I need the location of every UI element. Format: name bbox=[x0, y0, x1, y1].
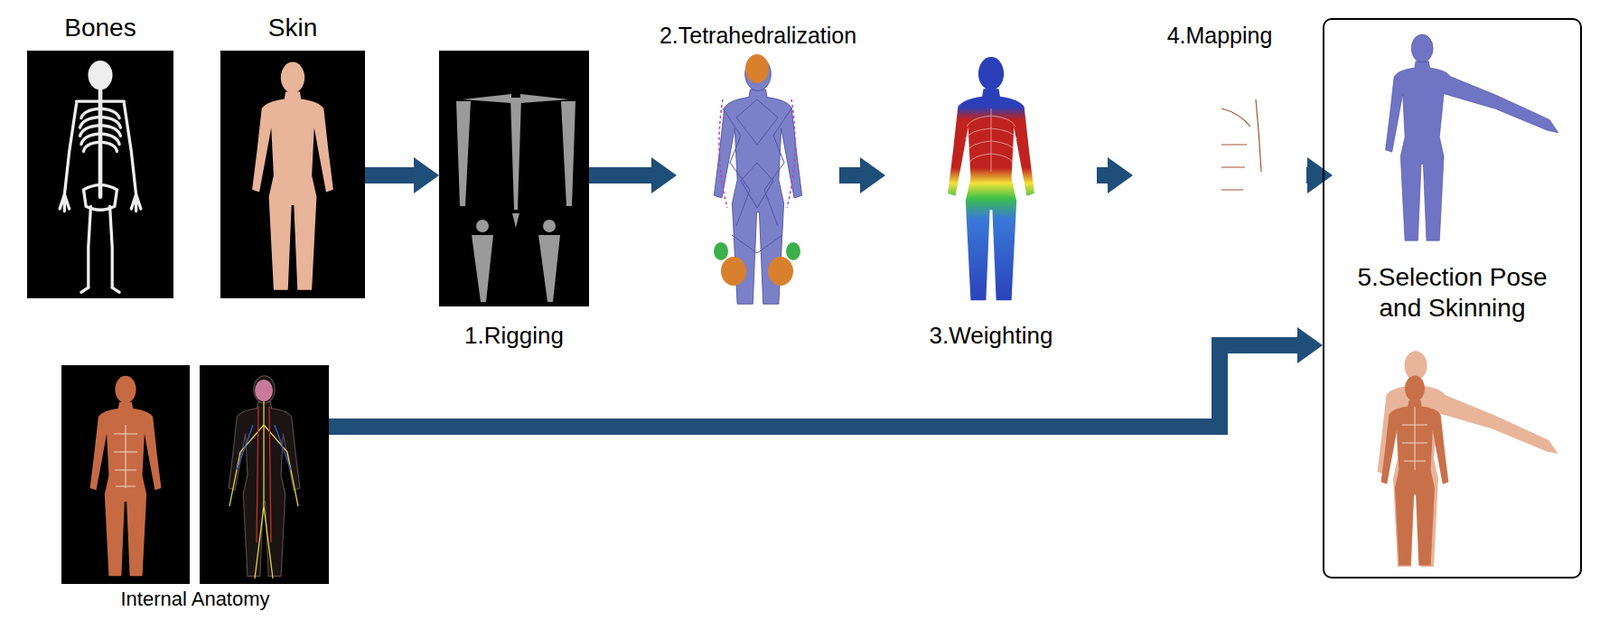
weighting-image bbox=[991, 108, 992, 172]
bones-image bbox=[27, 50, 174, 299]
tetrahedral-mesh-image bbox=[720, 256, 747, 286]
step-label: 3.Weighting bbox=[929, 321, 1054, 350]
skin-image bbox=[220, 50, 365, 299]
skin-panel: Skin bbox=[220, 12, 365, 299]
tetrahedral-mesh-image bbox=[713, 56, 802, 304]
internal-anatomy-image bbox=[61, 364, 329, 584]
result-box: 5.Selection Pose and Skinning bbox=[1322, 18, 1582, 579]
tetrahedral-mesh-image bbox=[740, 162, 774, 208]
step-label: Internal Anatomy bbox=[120, 587, 270, 611]
weighting-image bbox=[964, 128, 1018, 140]
internal-anatomy-image bbox=[113, 424, 138, 488]
internal-anatomy-image bbox=[228, 375, 300, 577]
step-label: 4.Mapping bbox=[1167, 21, 1273, 49]
tetrahedral-mesh-image bbox=[764, 108, 792, 226]
internal-anatomy-image bbox=[229, 424, 299, 506]
tetrahedral-mesh-image bbox=[713, 242, 729, 261]
skin-image bbox=[252, 62, 334, 291]
tetrahedral-mesh-image bbox=[736, 99, 778, 145]
step-label: Skin bbox=[268, 12, 318, 44]
selected-pose-mesh-image bbox=[1385, 34, 1559, 241]
rigging-image bbox=[476, 219, 489, 233]
weighting-image bbox=[969, 153, 1013, 163]
skin-image bbox=[220, 50, 365, 299]
skinned-pose-image bbox=[1402, 406, 1428, 470]
weighting-step: 3.Weighting bbox=[885, 50, 1097, 355]
internal-anatomy-image bbox=[256, 406, 272, 543]
mapping-image bbox=[1176, 53, 1220, 295]
skinned-pose-image bbox=[1381, 375, 1450, 566]
tetrahedral-mesh-image bbox=[719, 99, 796, 208]
mapping-image bbox=[1221, 144, 1247, 190]
rigging-image bbox=[471, 234, 494, 302]
weighting-image bbox=[964, 108, 1018, 172]
rigging-step: 1.Rigging bbox=[439, 50, 590, 355]
mapping-image bbox=[1221, 99, 1262, 190]
weighting-image bbox=[966, 140, 1016, 152]
flow-arrow bbox=[328, 345, 1298, 427]
internal-anatomy-image bbox=[262, 401, 264, 506]
weighting-image bbox=[947, 56, 1035, 300]
skinned-pose-image bbox=[1402, 406, 1428, 470]
flow-arrow bbox=[839, 167, 861, 184]
internal-anatomy-image bbox=[236, 424, 291, 470]
mapping-image bbox=[1221, 108, 1251, 127]
bones-panel: Bones bbox=[27, 12, 174, 299]
tetrahedral-mesh-image bbox=[719, 99, 728, 208]
mapping-image bbox=[1176, 53, 1263, 295]
internal-anatomy-image bbox=[199, 364, 329, 584]
weighting-image bbox=[947, 56, 1035, 300]
internal-anatomy-image bbox=[229, 401, 299, 579]
step-label: 2.Tetrahedralization bbox=[659, 21, 857, 49]
internal-anatomy-image bbox=[90, 375, 162, 577]
rigging-image bbox=[561, 101, 576, 206]
internal-anatomy-image bbox=[61, 364, 190, 584]
rigging-image bbox=[439, 50, 590, 307]
mapping-image bbox=[1219, 53, 1264, 295]
step-title: 5.Selection Pose and Skinning bbox=[1344, 261, 1562, 323]
rigging-image bbox=[512, 213, 520, 228]
weighting-image bbox=[966, 115, 1016, 127]
flow-arrow bbox=[1096, 167, 1108, 184]
step-label: Bones bbox=[64, 12, 136, 44]
tetrahedral-mesh-image bbox=[722, 108, 750, 226]
tetrahedralization-step: 2.Tetrahedralization bbox=[676, 21, 840, 309]
internal-anatomy-image bbox=[113, 424, 138, 488]
skinned-pose-image bbox=[1377, 350, 1559, 567]
selected-pose-mesh-image bbox=[1385, 34, 1559, 241]
internal-anatomy-image bbox=[254, 379, 273, 402]
tetrahedral-mesh-image bbox=[786, 99, 796, 208]
internal-anatomy-panel: Internal Anatomy bbox=[61, 364, 329, 613]
bones-image bbox=[59, 62, 141, 293]
flow-arrow bbox=[589, 167, 652, 184]
rigging-image bbox=[538, 234, 561, 302]
rigging-image bbox=[510, 97, 522, 210]
rigging-image bbox=[456, 93, 576, 302]
rigging-image bbox=[456, 101, 471, 206]
flow-arrow bbox=[1306, 167, 1308, 184]
tetrahedral-mesh-image bbox=[767, 256, 794, 286]
tetrahedral-mesh-image bbox=[785, 242, 801, 261]
flow-arrow bbox=[364, 167, 414, 184]
bones-image bbox=[27, 50, 174, 299]
mapping-image bbox=[1255, 99, 1262, 172]
tetrahedral-mesh-image bbox=[713, 54, 803, 304]
rigging-image bbox=[542, 219, 556, 233]
tetrahedral-mesh-image bbox=[745, 54, 769, 84]
mapping-step: 4.Mapping bbox=[1132, 21, 1307, 299]
step-label: 1.Rigging bbox=[464, 321, 564, 350]
tetrahedral-mesh-image bbox=[731, 234, 783, 253]
skinned-pose-image bbox=[1377, 350, 1559, 567]
tetrahedral-mesh-image bbox=[722, 99, 792, 253]
rigging-image bbox=[439, 50, 590, 307]
